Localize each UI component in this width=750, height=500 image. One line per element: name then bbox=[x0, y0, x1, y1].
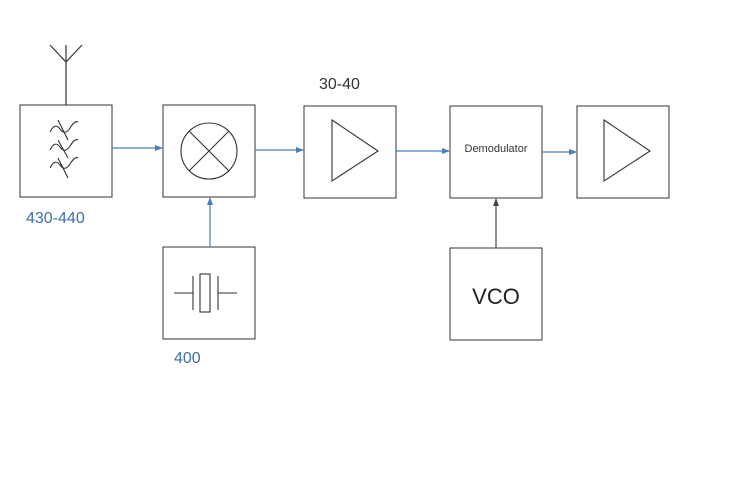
bandpass-filter-icon bbox=[49, 119, 79, 179]
antenna-icon bbox=[49, 44, 83, 105]
if-frequency-label: 30-40 bbox=[319, 76, 360, 93]
oscillator-block bbox=[162, 246, 256, 340]
demodulator-label: Demodulator bbox=[465, 143, 528, 155]
mixer-icon bbox=[180, 122, 238, 180]
amplifier-triangle-icon bbox=[603, 118, 651, 183]
filter-block bbox=[19, 104, 113, 198]
amplifier-triangle-icon bbox=[331, 118, 379, 183]
demodulator-block: Demodulator bbox=[449, 105, 543, 199]
if-amplifier-block bbox=[303, 105, 397, 199]
vco-block: VCO bbox=[449, 247, 543, 341]
mixer-block bbox=[162, 104, 256, 198]
crystal-icon bbox=[174, 273, 237, 313]
oscillator-frequency-label: 400 bbox=[174, 350, 201, 367]
vco-label: VCO bbox=[472, 284, 520, 309]
filter-frequency-label: 430-440 bbox=[26, 210, 85, 227]
output-amplifier-block bbox=[576, 105, 670, 199]
